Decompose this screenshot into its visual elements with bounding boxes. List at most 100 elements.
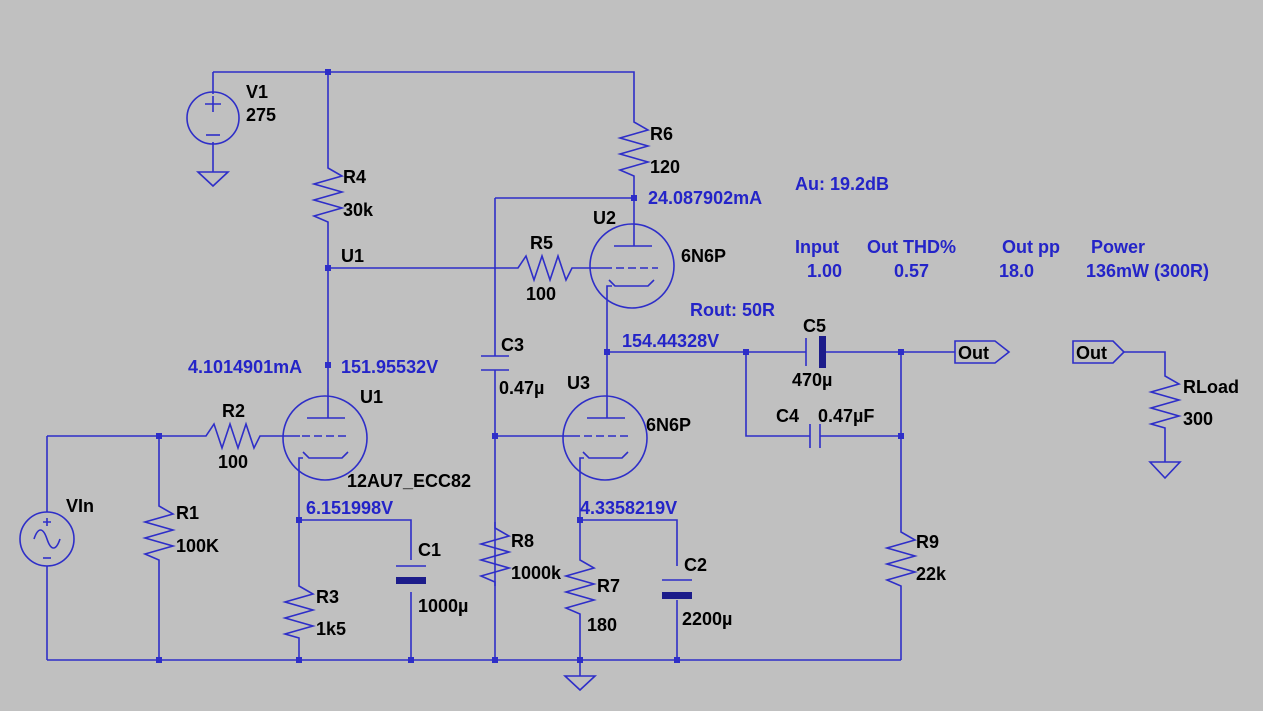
v1-value-label: 275 bbox=[246, 105, 276, 125]
junction-dot bbox=[604, 349, 610, 355]
net-label-u1: U1 bbox=[341, 246, 364, 266]
junction-dot bbox=[296, 657, 302, 663]
output-node-voltage-annotation: 154.44328V bbox=[622, 331, 719, 351]
vin-name-label: VIn bbox=[66, 496, 94, 516]
rload-name-label: RLoad bbox=[1183, 377, 1239, 397]
r5-name-label: R5 bbox=[530, 233, 553, 253]
summary-header-pp: Out pp bbox=[1002, 237, 1060, 257]
u1-current-annotation: 4.1014901mA bbox=[188, 357, 302, 377]
summary-value-input: 1.00 bbox=[807, 261, 842, 281]
r7-name-label: R7 bbox=[597, 576, 620, 596]
summary-header-input: Input bbox=[795, 237, 839, 257]
capacitor-c2[interactable] bbox=[662, 579, 692, 599]
c4-value-label: 0.47µF bbox=[818, 406, 874, 426]
summary-value-thd: 0.57 bbox=[894, 261, 929, 281]
v1-source-symbol[interactable] bbox=[186, 91, 240, 145]
wire-c4-left[interactable] bbox=[745, 352, 810, 437]
out-port-flag[interactable]: Out bbox=[954, 340, 1011, 364]
r4-name-label: R4 bbox=[343, 167, 366, 187]
wires bbox=[46, 71, 1166, 676]
u3-name-label: U3 bbox=[567, 373, 590, 393]
u1-cathode-voltage-annotation: 6.151998V bbox=[306, 498, 393, 518]
out-port-label: Out bbox=[958, 343, 989, 363]
u3-cathode-voltage-annotation: 4.3358219V bbox=[580, 498, 677, 518]
gain-annotation: Au: 19.2dB bbox=[795, 174, 889, 194]
resistor-r7[interactable] bbox=[563, 554, 597, 618]
r9-value-label: 22k bbox=[916, 564, 947, 584]
resistor-r1[interactable] bbox=[142, 500, 176, 564]
u1-name-label: U1 bbox=[360, 387, 383, 407]
tube-u1[interactable] bbox=[282, 388, 368, 481]
ground-symbol-rload bbox=[1148, 461, 1182, 480]
ground-symbol-main bbox=[562, 675, 598, 692]
r1-name-label: R1 bbox=[176, 503, 199, 523]
v1-name-label: V1 bbox=[246, 82, 268, 102]
junction-dot bbox=[296, 517, 302, 523]
resistor-r3[interactable] bbox=[282, 580, 316, 640]
junction-dot bbox=[898, 349, 904, 355]
r2-value-label: 100 bbox=[218, 452, 248, 472]
r9-name-label: R9 bbox=[916, 532, 939, 552]
resistor-rload[interactable] bbox=[1148, 370, 1182, 430]
junction-dot bbox=[492, 657, 498, 663]
c2-name-label: C2 bbox=[684, 555, 707, 575]
r2-name-label: R2 bbox=[222, 401, 245, 421]
resistor-r9[interactable] bbox=[884, 526, 918, 590]
resistor-r5[interactable] bbox=[512, 253, 575, 283]
junction-dot bbox=[156, 433, 162, 439]
r8-value-label: 1000k bbox=[511, 563, 562, 583]
tube-u3[interactable] bbox=[562, 395, 648, 481]
junction-dot bbox=[408, 657, 414, 663]
junction-dot bbox=[898, 433, 904, 439]
junction-dot bbox=[631, 195, 637, 201]
wire-u3-cath-node[interactable] bbox=[580, 519, 678, 566]
u2-name-label: U2 bbox=[593, 208, 616, 228]
junction-dot bbox=[156, 657, 162, 663]
u1-anode-voltage-annotation: 151.95532V bbox=[341, 357, 438, 377]
u2-model-label: 6N6P bbox=[681, 246, 726, 266]
summary-header-thd: Out THD% bbox=[867, 237, 956, 257]
resistor-r2[interactable] bbox=[200, 421, 265, 451]
u2-current-annotation: 24.087902mA bbox=[648, 188, 762, 208]
junction-dot bbox=[674, 657, 680, 663]
rout-annotation: Rout: 50R bbox=[690, 300, 775, 320]
c3-name-label: C3 bbox=[501, 335, 524, 355]
capacitor-c5[interactable] bbox=[805, 336, 826, 368]
wire-top-rail[interactable] bbox=[213, 71, 635, 118]
u3-model-label: 6N6P bbox=[646, 415, 691, 435]
capacitor-c4[interactable] bbox=[809, 424, 821, 448]
junction-dot bbox=[577, 657, 583, 663]
junction-dot bbox=[743, 349, 749, 355]
r3-value-label: 1k5 bbox=[316, 619, 346, 639]
junction-dot bbox=[492, 433, 498, 439]
resistor-r6[interactable] bbox=[617, 118, 651, 178]
c5-name-label: C5 bbox=[803, 316, 826, 336]
c1-value-label: 1000µ bbox=[418, 596, 468, 616]
wire-rload[interactable] bbox=[1124, 351, 1166, 370]
junction-dot bbox=[325, 265, 331, 271]
resistor-r4[interactable] bbox=[311, 162, 345, 226]
c4-name-label: C4 bbox=[776, 406, 799, 426]
rload-value-label: 300 bbox=[1183, 409, 1213, 429]
out-port-flag-load[interactable]: Out bbox=[1072, 340, 1126, 364]
wire-u1-cath-node[interactable] bbox=[299, 519, 412, 560]
r3-name-label: R3 bbox=[316, 587, 339, 607]
r4-value-label: 30k bbox=[343, 200, 374, 220]
capacitor-c1[interactable] bbox=[396, 565, 426, 584]
out-port-load-label: Out bbox=[1076, 343, 1107, 363]
summary-header-power: Power bbox=[1091, 237, 1145, 257]
r6-value-label: 120 bbox=[650, 157, 680, 177]
r1-value-label: 100K bbox=[176, 536, 219, 556]
resistor-r8[interactable] bbox=[478, 522, 512, 586]
c3-value-label: 0.47µ bbox=[499, 378, 544, 398]
vin-source-symbol[interactable] bbox=[19, 511, 75, 567]
c2-value-label: 2200µ bbox=[682, 609, 732, 629]
r5-value-label: 100 bbox=[526, 284, 556, 304]
junctions bbox=[156, 69, 904, 663]
junction-dot bbox=[577, 517, 583, 523]
tube-u2[interactable] bbox=[589, 223, 675, 309]
summary-value-power: 136mW (300R) bbox=[1086, 261, 1209, 281]
capacitor-c3[interactable] bbox=[481, 355, 509, 371]
